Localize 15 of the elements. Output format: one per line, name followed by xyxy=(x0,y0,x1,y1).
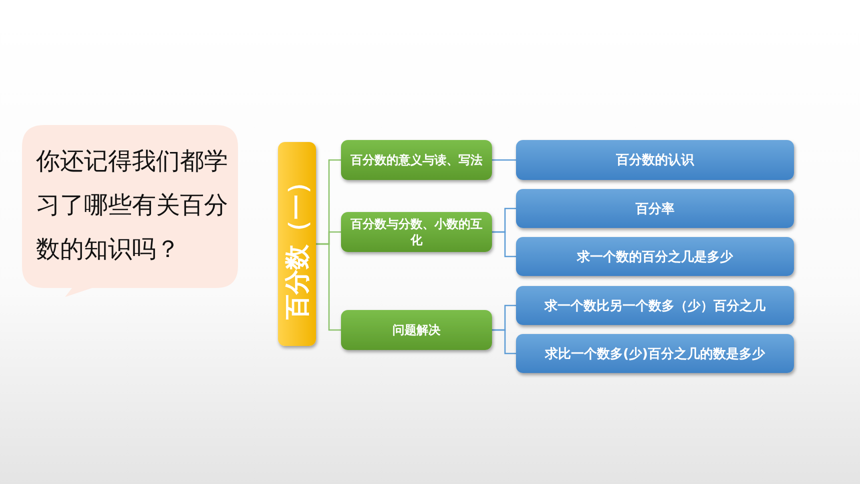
connector-line xyxy=(316,243,341,331)
connector-line xyxy=(492,231,516,258)
branch-box: 百分数与分数、小数的互化 xyxy=(341,212,492,252)
leaf-box: 百分率 xyxy=(516,189,794,228)
leaf-box: 求一个数比另一个数多（少）百分之几 xyxy=(516,286,794,325)
topic-box: 百分数（一） xyxy=(278,142,316,346)
question-text: 你还记得我们都学习了哪些有关百分数的知识吗？ xyxy=(36,146,229,265)
branch-box: 问题解决 xyxy=(341,310,492,350)
branch-box: 百分数的意义与读、写法 xyxy=(341,140,492,180)
leaf-box: 求比一个数多(少)百分之几的数是多少 xyxy=(516,334,794,373)
connector-line xyxy=(492,329,516,354)
connector-line xyxy=(492,159,516,161)
leaf-box: 百分数的认识 xyxy=(516,140,794,180)
speech-bubble xyxy=(22,125,238,297)
leaf-box: 求一个数的百分之几是多少 xyxy=(516,237,794,276)
